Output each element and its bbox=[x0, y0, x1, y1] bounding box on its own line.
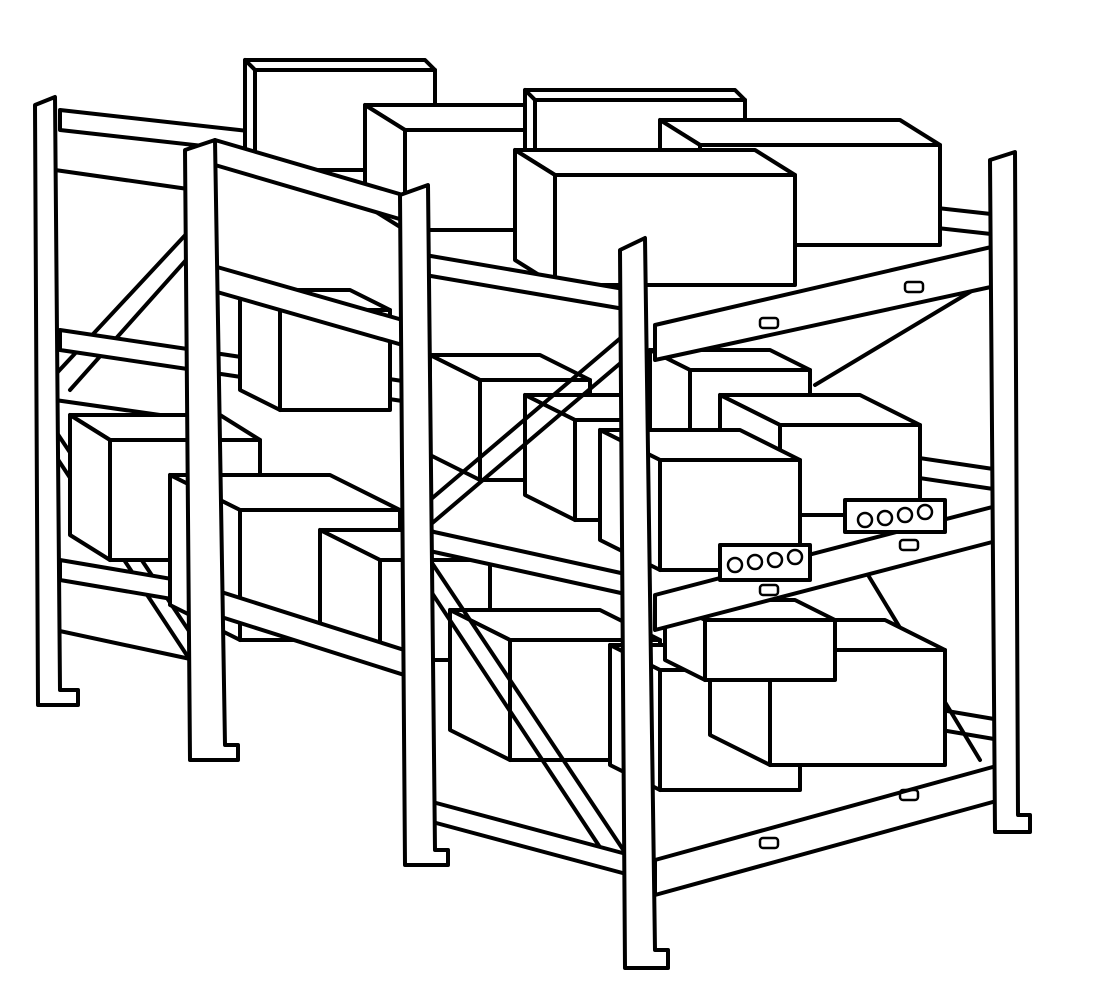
roller-icon bbox=[766, 551, 784, 569]
box-front bbox=[553, 173, 797, 287]
beam-slot bbox=[758, 316, 780, 330]
upright-post bbox=[183, 138, 240, 762]
roller-track bbox=[718, 498, 947, 582]
beam-slot bbox=[898, 788, 920, 802]
beam-slot bbox=[903, 280, 925, 294]
upright-post bbox=[398, 183, 450, 867]
diagonal-brace bbox=[813, 278, 992, 387]
diagonal-brace bbox=[428, 328, 632, 502]
upright-post bbox=[33, 95, 80, 707]
beam-slot bbox=[758, 583, 780, 597]
roller-icon bbox=[856, 511, 874, 529]
roller-icon bbox=[876, 509, 894, 527]
frame-strut bbox=[53, 168, 197, 192]
upright-post bbox=[988, 150, 1032, 834]
diagonal-brace bbox=[428, 558, 632, 862]
roller-icon bbox=[786, 548, 804, 566]
beam-slot bbox=[758, 836, 780, 850]
pallet-loads bbox=[68, 58, 947, 792]
diagonal-brace bbox=[68, 248, 197, 392]
roller-icon bbox=[916, 503, 934, 521]
upright-post bbox=[618, 236, 670, 970]
front-frame bbox=[33, 95, 1032, 970]
roller-icon bbox=[896, 506, 914, 524]
carton-box bbox=[513, 148, 797, 287]
diagonal-brace bbox=[428, 353, 632, 527]
box-top bbox=[658, 118, 942, 147]
diagonal-brace bbox=[428, 588, 617, 872]
frame-strut bbox=[53, 628, 197, 662]
roller-icon bbox=[746, 553, 764, 571]
box-side bbox=[68, 413, 112, 562]
beam-slot bbox=[898, 538, 920, 552]
box-side bbox=[513, 148, 557, 287]
roller-icon bbox=[726, 556, 744, 574]
box-top bbox=[513, 148, 797, 177]
box-front bbox=[703, 618, 837, 682]
